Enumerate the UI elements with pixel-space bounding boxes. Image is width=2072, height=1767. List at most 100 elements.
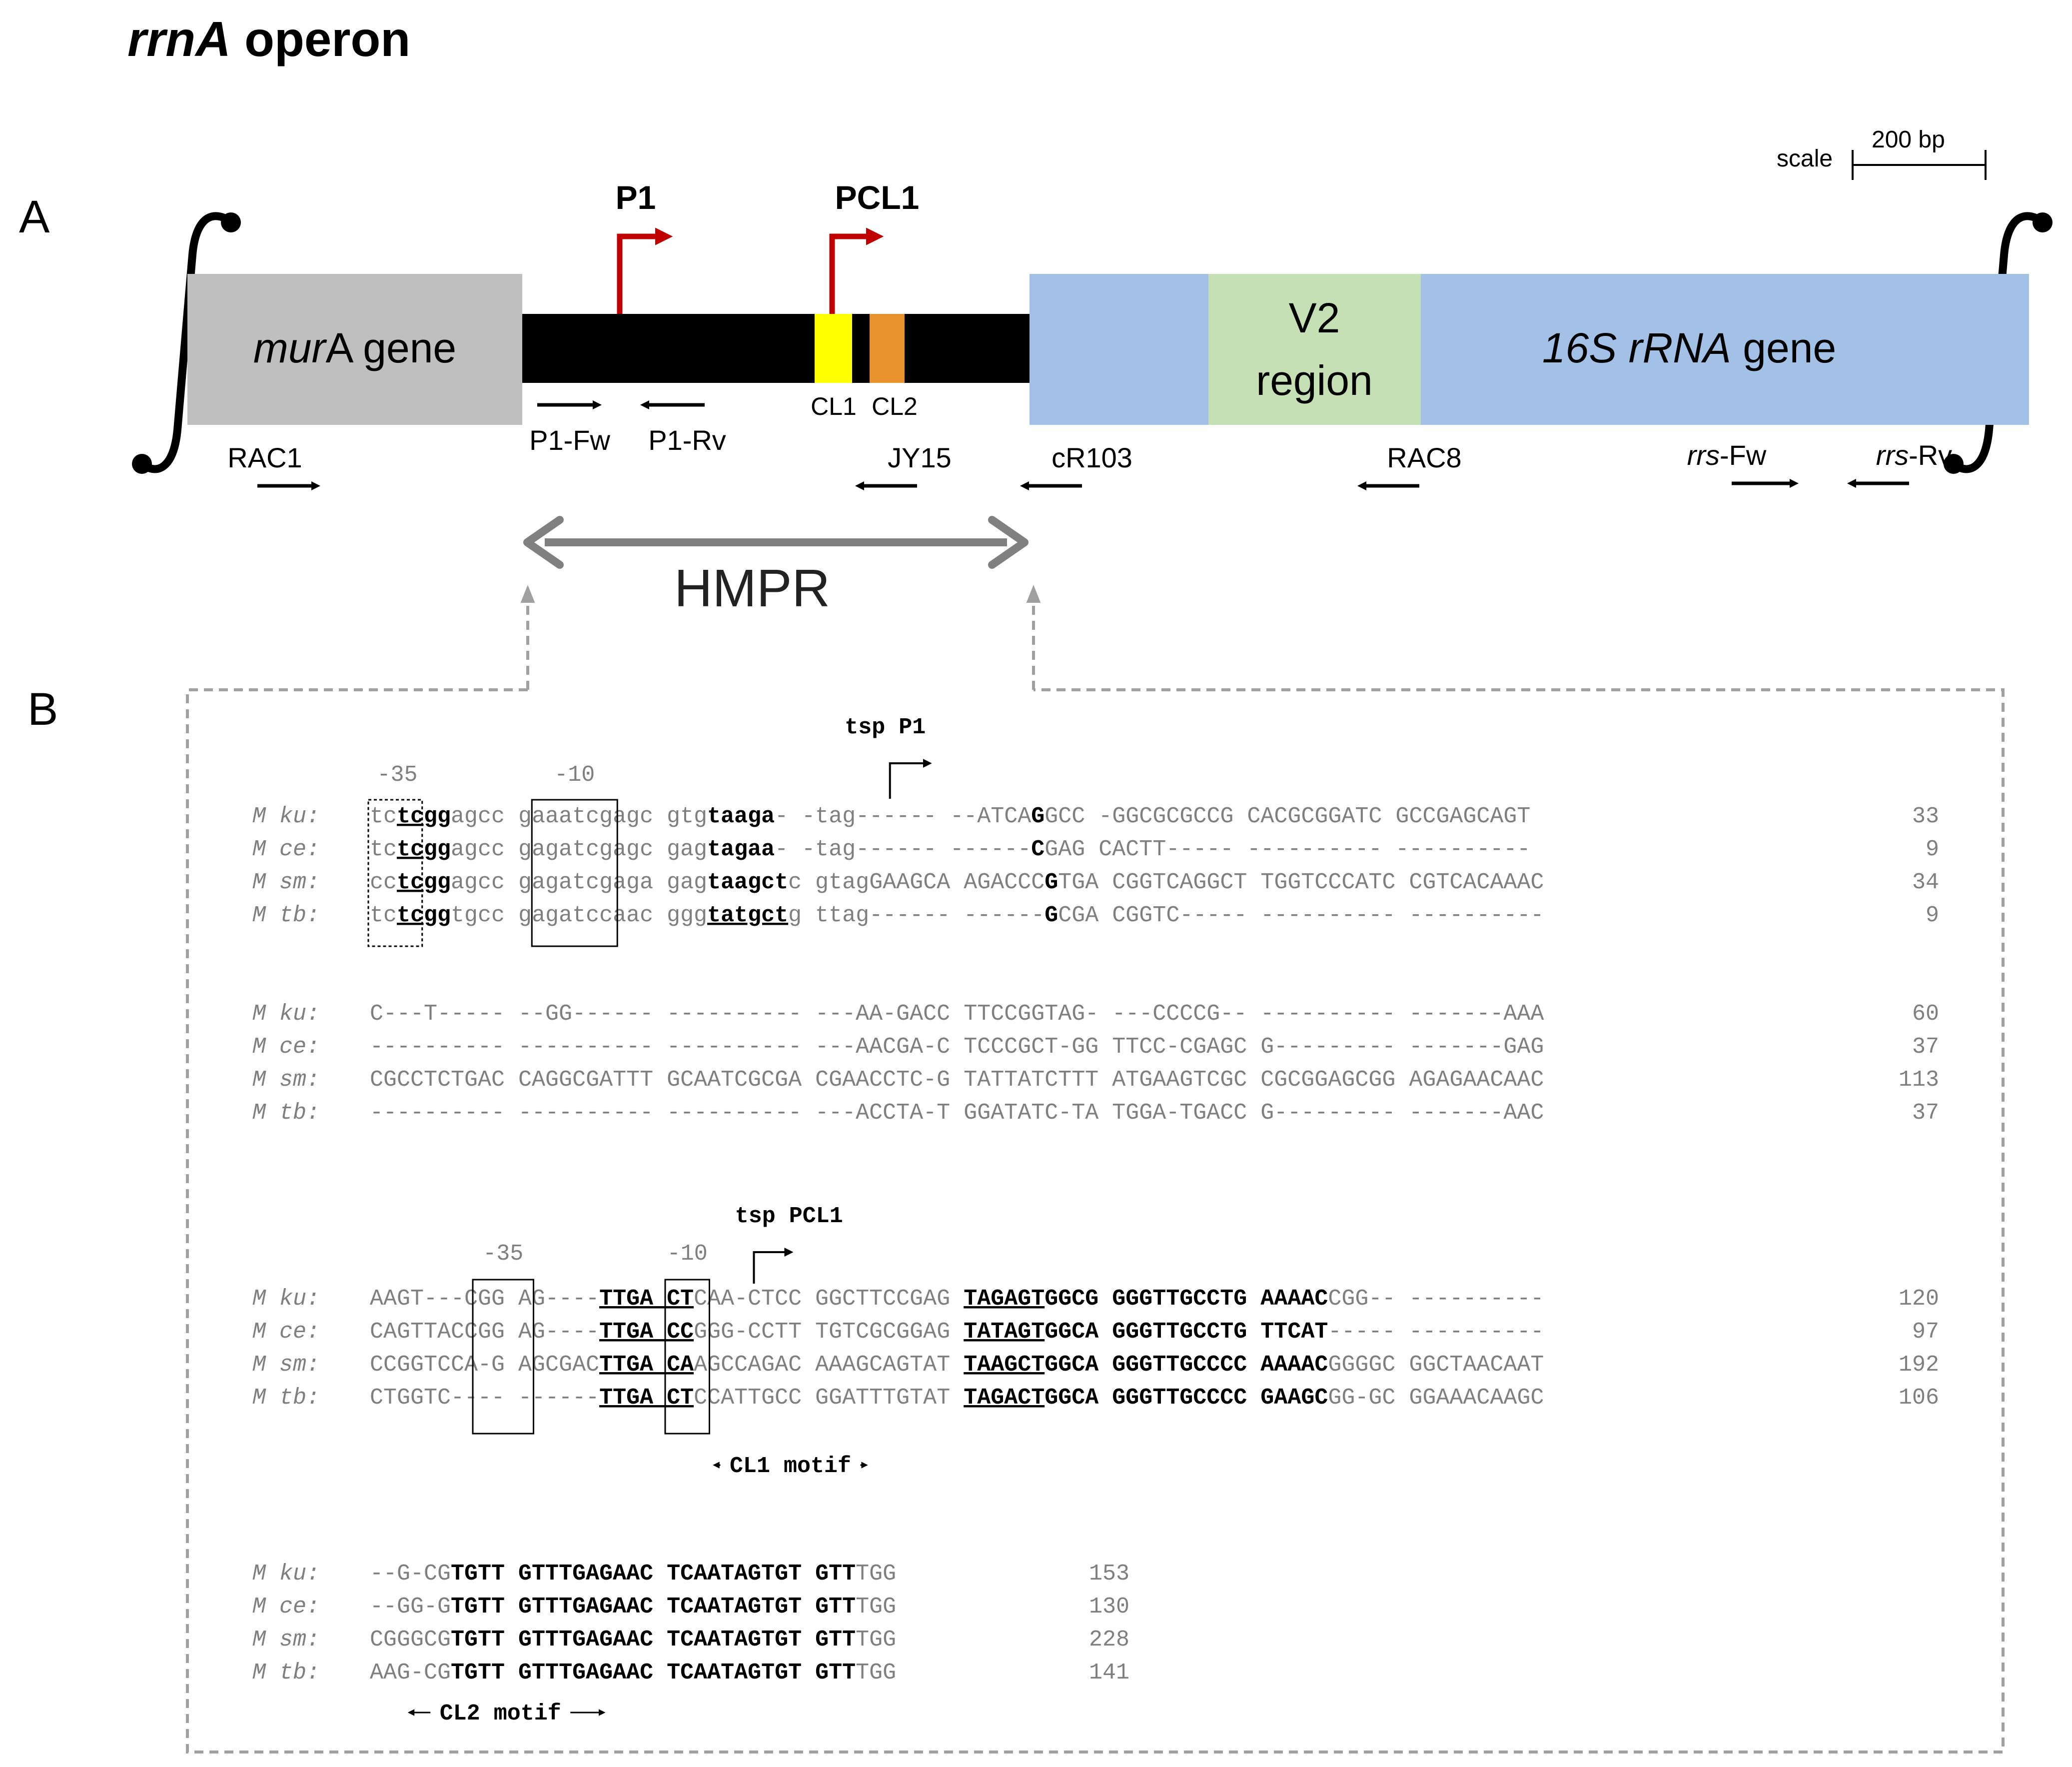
position-number: 106 (1899, 1385, 1939, 1411)
species-label: M ku: (252, 1286, 320, 1312)
position-number: 130 (1089, 1594, 1129, 1620)
sequence-segment: TGG (856, 1660, 896, 1686)
conserved-segment: GGCA GGGTTGCCCC AAAAC (1044, 1352, 1328, 1378)
v2-label-line1: V2 (1289, 294, 1340, 341)
sequence-segment: agcc gagatcgaga gag (451, 870, 707, 895)
species-label: M ku: (252, 804, 320, 829)
primer-cr103-label: cR103 (1051, 442, 1132, 473)
conserved-segment: tcgg (397, 870, 451, 895)
position-number: 37 (1912, 1100, 1939, 1126)
v2-label-line2: region (1256, 357, 1373, 404)
minus35-label-p1: -35 (377, 762, 417, 788)
sequence-row: tctcggagcc gaaatcgagc gtgtaaga- -tag----… (370, 804, 1530, 829)
sequence-row: CCGGTCCA-G AGCGACTTGA CAAGCCAGAC AAAGCAG… (370, 1352, 1544, 1378)
sequence-segment: tgcc gagatccaac ggg (451, 903, 707, 928)
minus10-label-p1: -10 (554, 762, 595, 788)
conserved-segment: G (1044, 870, 1058, 895)
sequence-row: cctcggagcc gagatcgaga gagtaagctc gtagGAA… (370, 870, 1544, 895)
species-label: M ku: (252, 1001, 320, 1027)
cl2-box (870, 314, 905, 383)
cl1-motif-label: CL1 motif (730, 1454, 851, 1479)
sequence-segment: GGG-CCTT TGTCGCGGAG (694, 1319, 964, 1345)
sequence-segment: - -tag------ --ATCA (775, 804, 1031, 829)
conserved-segment: TTGA CC (599, 1319, 694, 1345)
primer-cr103: cR103 (1020, 442, 1132, 491)
conserved-segment: G (1031, 804, 1044, 829)
conserved-segment: tcgg (397, 903, 451, 928)
tsp-p1-label: tsp P1 (845, 715, 926, 740)
zoom-callout-frame (186, 585, 2005, 1754)
sequence-segment: --GG-G (370, 1594, 451, 1620)
16s-rrna-gene-box (1030, 274, 2029, 425)
conserved-segment: TAGAGT (964, 1286, 1044, 1312)
sequence-segment: TGG (856, 1627, 896, 1653)
sequence-segment: CTGGTC---- ------ (370, 1385, 599, 1411)
tsp-pcl1-label: tsp PCL1 (735, 1204, 843, 1229)
sequence-segment: AGCCAGAC AAAGCAGTAT (694, 1352, 964, 1378)
primer-p1-fw-label: P1-Fw (529, 424, 610, 456)
species-label: M sm: (252, 1627, 320, 1653)
cl2-motif-label: CL2 motif (440, 1701, 561, 1727)
sequence-segment: AAG-CG (370, 1660, 451, 1686)
conserved-segment: TAGACT (964, 1385, 1044, 1411)
conserved-segment: TATAGT (964, 1319, 1044, 1345)
sequence-row: ---------- ---------- ---------- ---ACCT… (370, 1100, 1544, 1126)
hmpr-label: HMPR (674, 559, 830, 618)
sequence-row: tctcggtgcc gagatccaac gggtatgctg ttag---… (370, 903, 1544, 928)
mura-gene-box (187, 274, 522, 425)
sequence-row: --GG-GTGTT GTTTGAGAAC TCAATAGTGT GTTTGG (370, 1594, 896, 1620)
conserved-segment: tcgg (397, 804, 451, 829)
sequence-segment: GGGGC GGCTAACAAT (1328, 1352, 1544, 1378)
cl2-label: CL2 (872, 392, 918, 420)
conserved-segment: taaga (707, 804, 775, 829)
hmpr-arrow: HMPR (523, 516, 1029, 618)
conserved-segment: TTGA CT (599, 1385, 694, 1411)
sequence-segment: cc (370, 870, 397, 895)
species-label: M tb: (252, 903, 320, 928)
conserved-segment: TTGA CT (599, 1286, 694, 1312)
sequence-row: AAG-CGTGTT GTTTGAGAAC TCAATAGTGT GTTTGG (370, 1660, 896, 1686)
species-label: M ce: (252, 837, 320, 862)
sequence-segment: GCC -GGCGCGCCG CACGCGGATC GCCGAGCAGT (1044, 804, 1530, 829)
conserved-segment: TAAGCT (964, 1352, 1044, 1378)
sequence-segment: GG-GC GGAAACAAGC (1328, 1385, 1544, 1411)
sequence-segment: AAGT---CGG AG---- (370, 1286, 599, 1312)
sequence-segment: GAG CACTT----- ---------- ---------- (1044, 837, 1530, 862)
pcl1-promoter-arrow (829, 227, 884, 314)
sequence-segment: tc (370, 903, 397, 928)
p1-label: P1 (616, 179, 656, 216)
minus35-box-p1 (367, 799, 423, 947)
conserved-segment: tcgg (397, 837, 451, 862)
pcl1-label: PCL1 (835, 179, 920, 216)
conserved-segment: GGCA GGGTTGCCTG TTCAT (1044, 1319, 1328, 1345)
sequence-row: CGCCTCTGAC CAGGCGATTT GCAATCGCGA CGAACCT… (370, 1067, 1544, 1093)
species-label: M ku: (252, 1561, 320, 1587)
figure-title: rrnA operon (127, 11, 410, 66)
sequence-segment: CAGTTACCGG AG---- (370, 1319, 599, 1345)
primer-p1-fw: P1-Fw (529, 400, 610, 456)
tsp-arrow (753, 1248, 794, 1284)
sequence-row: CAGTTACCGG AG----TTGA CCGGG-CCTT TGTCGCG… (370, 1319, 1544, 1345)
position-number: 37 (1912, 1034, 1939, 1060)
position-number: 9 (1926, 837, 1939, 862)
species-label: M sm: (252, 870, 320, 895)
sequence-row: CGGGCGTGTT GTTTGAGAAC TCAATAGTGT GTTTGG (370, 1627, 896, 1653)
conserved-segment: GGCA GGGTTGCCCC GAAGC (1044, 1385, 1328, 1411)
conserved-segment: tagaa (707, 837, 775, 862)
conserved-segment: TGTT GTTTGAGAAC TCAATAGTGT GTT (451, 1594, 856, 1620)
panel-label-b: B (27, 684, 58, 735)
species-label: M sm: (252, 1352, 320, 1378)
sequence-segment: CCATTGCC GGATTTGTAT (694, 1385, 964, 1411)
cl1-box (815, 314, 852, 383)
primer-rac1: RAC1 (227, 442, 321, 491)
sequence-segment: agcc gaaatcgagc gtg (451, 804, 707, 829)
minus10-box-p1 (531, 799, 618, 947)
left-end-curl (132, 212, 241, 474)
species-label: M ce: (252, 1319, 320, 1345)
mura-gene-label: murA gene (253, 324, 456, 371)
sequence-segment: CGG-- ---------- (1328, 1286, 1544, 1312)
conserved-segment: TGTT GTTTGAGAAC TCAATAGTGT GTT (451, 1561, 856, 1587)
position-number: 97 (1912, 1319, 1939, 1345)
